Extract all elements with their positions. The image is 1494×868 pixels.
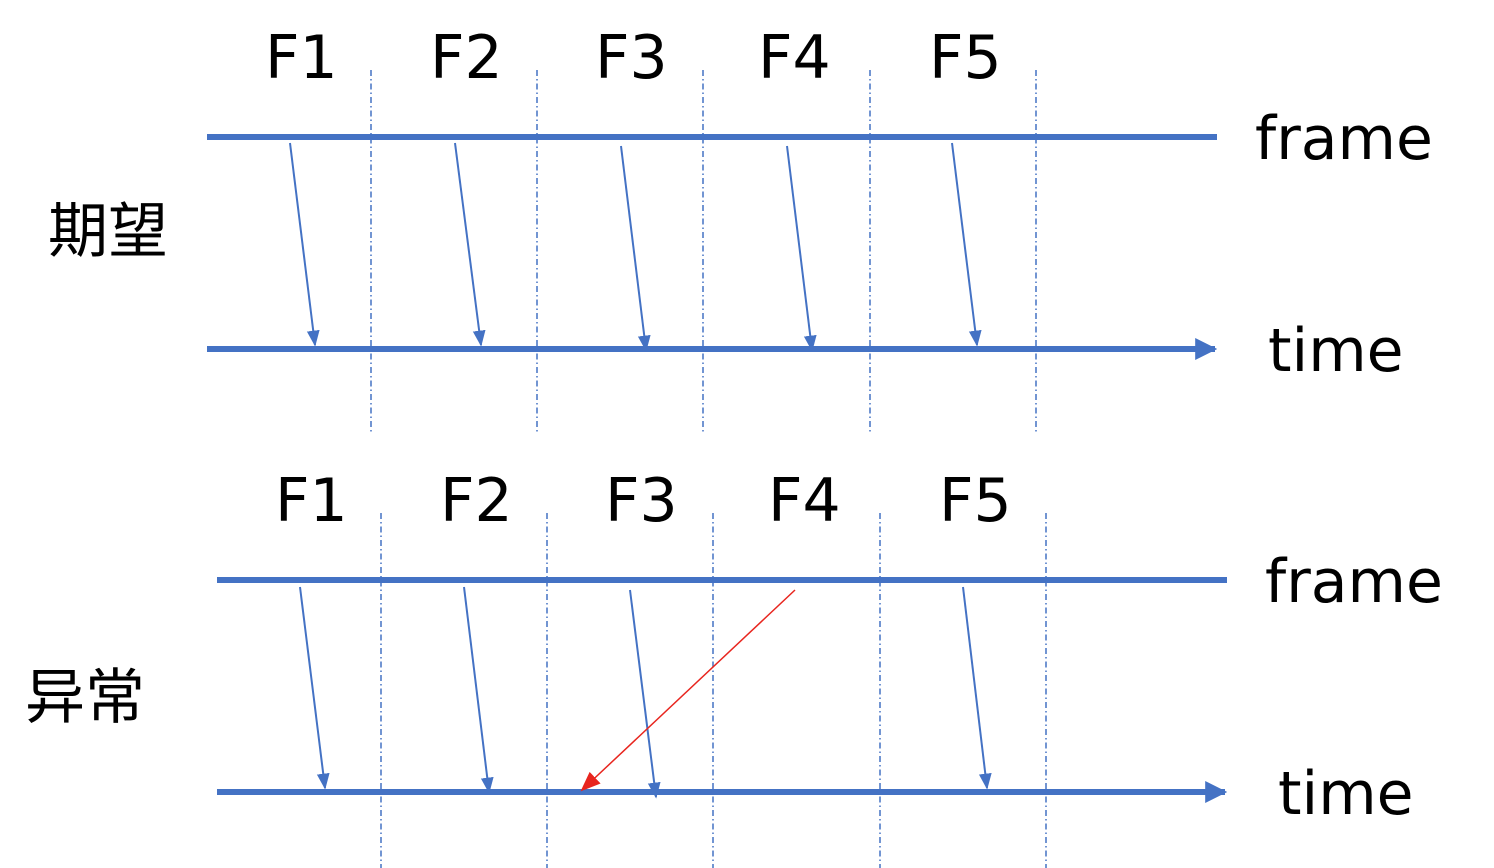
time-axis-label: time (1278, 759, 1414, 829)
frame-display-arrow (620, 145, 651, 352)
frame-label-f3: F3 (605, 466, 678, 536)
frame-label-f3: F3 (595, 23, 668, 93)
panel-abnormal: 异常 F1 F2 F3 F4 F5 frame time (25, 466, 1443, 868)
frame-display-arrow (463, 586, 494, 794)
frame-label-f2: F2 (440, 466, 513, 536)
frame-label-f5: F5 (929, 23, 1002, 93)
panel-expected: 期望 F1 F2 F3 F4 F5 frame time (48, 23, 1433, 432)
frame-axis-label: frame (1265, 547, 1443, 617)
frame-display-arrow (629, 589, 661, 799)
anomaly-arrow-f4 (580, 589, 796, 792)
frame-display-arrow (951, 142, 982, 347)
panel-title: 异常 (25, 663, 145, 733)
frame-display-arrow (289, 142, 320, 347)
panel-title: 期望 (48, 197, 168, 267)
frame-display-arrow (454, 142, 486, 347)
frame-display-arrow (299, 586, 330, 790)
frame-label-f4: F4 (768, 466, 841, 536)
frame-display-arrow (962, 586, 992, 790)
frame-label-f4: F4 (758, 23, 831, 93)
frame-label-f5: F5 (939, 466, 1012, 536)
frame-label-f1: F1 (275, 466, 348, 536)
frame-display-arrow (786, 145, 817, 352)
time-axis-label: time (1268, 316, 1404, 386)
frame-label-f1: F1 (265, 23, 338, 93)
frame-label-f2: F2 (430, 23, 503, 93)
frame-axis-label: frame (1255, 104, 1433, 174)
